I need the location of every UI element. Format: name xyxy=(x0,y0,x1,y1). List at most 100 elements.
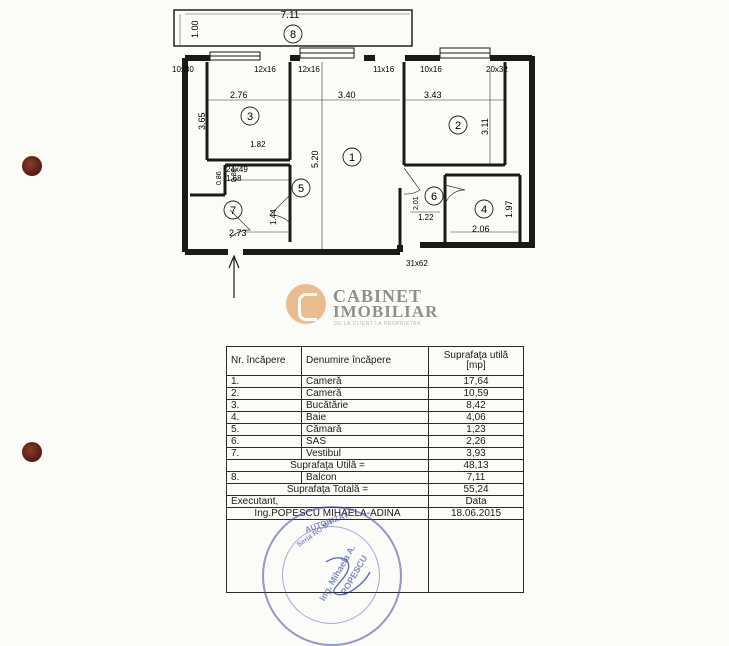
dim-storage-width: 1.68 xyxy=(226,174,242,183)
dim-win-kitchen: 12x16 xyxy=(254,65,276,74)
table-row: 4. Baie 4,06 xyxy=(226,411,524,424)
grand-total-row: Suprafaţa Totală = 55,24 xyxy=(226,483,524,496)
dim-kitchen-width: 2.76 xyxy=(230,90,248,100)
table-row: 7. Vestibul 3,93 xyxy=(226,447,524,460)
dim-living-height: 5.20 xyxy=(310,150,320,168)
signature xyxy=(325,557,371,596)
util-value: 48,13 xyxy=(428,459,524,472)
total-label: Suprafaţa Totală = xyxy=(226,483,429,496)
row-area: 8,42 xyxy=(428,399,524,412)
svg-text:6: 6 xyxy=(431,191,437,203)
row-nr: 5. xyxy=(226,423,302,436)
row-nr: 8. xyxy=(226,471,302,484)
table-row: 2. Cameră 10,59 xyxy=(226,387,524,400)
row-area: 17,64 xyxy=(428,375,524,388)
dim-room2-height: 3.11 xyxy=(480,118,490,135)
row-name: Cameră xyxy=(301,387,429,400)
table-header-row: Nr. încăpere Denumire încăpere Suprafaţa… xyxy=(226,346,524,376)
row-name: Vestibul xyxy=(301,447,429,460)
header-area: Suprafaţa utilă [mp] xyxy=(428,346,524,376)
floor-plan-document: 7.11 1.00 10x30 12x16 12x16 xyxy=(22,9,535,646)
logo-line1: CABINET xyxy=(333,286,423,306)
row-nr: 1. xyxy=(226,375,302,388)
room-marker-4 xyxy=(474,199,494,219)
dim-kitchen-height: 3.65 xyxy=(197,112,207,130)
row-area: 10,59 xyxy=(428,387,524,400)
row-nr: 6. xyxy=(226,435,302,448)
room-marker-8 xyxy=(283,24,303,44)
data-label: Data xyxy=(428,495,524,508)
dim-entry-door: 31x62 xyxy=(406,259,428,268)
dim-storage-height: 0.86 xyxy=(216,171,223,185)
dim-room2-width: 3.43 xyxy=(424,90,442,100)
table-row: 1. Cameră 17,64 xyxy=(226,375,524,388)
table-row: 5. Cămară 1,23 xyxy=(226,423,524,436)
dim-win-living: 12x16 xyxy=(298,65,320,74)
row-name: SAS xyxy=(301,435,429,448)
table-row: 3. Bucătărie 8,42 xyxy=(226,399,524,412)
dim-win-right: 20x32 xyxy=(486,65,508,74)
dim-hall-width: 1.44 xyxy=(269,209,278,225)
dim-storage-height-2: 0.80 xyxy=(231,168,238,182)
row-nr: 4. xyxy=(226,411,302,424)
room-marker-1 xyxy=(342,147,362,167)
total-value: 55,24 xyxy=(428,483,524,496)
header-name: Denumire încăpere xyxy=(301,346,429,376)
svg-text:2: 2 xyxy=(455,120,461,132)
row-area: 3,93 xyxy=(428,447,524,460)
balcony-outline xyxy=(173,9,413,47)
dim-win-mid: 11x16 xyxy=(373,65,395,74)
dim-sas-height: 2.01 xyxy=(413,196,420,210)
util-label: Suprafaţa Utilă = xyxy=(226,459,429,472)
row-nr: 2. xyxy=(226,387,302,400)
table-row: 6. SAS 2,26 xyxy=(226,435,524,448)
floor-plan-drawing: 7.11 1.00 10x30 12x16 12x16 xyxy=(172,9,535,298)
dim-storage-door: 24x49 xyxy=(226,165,248,174)
punch-hole-bottom xyxy=(22,442,42,462)
row-area: 4,06 xyxy=(428,411,524,424)
room-marker-7 xyxy=(223,200,243,220)
row-area: 2,26 xyxy=(428,435,524,448)
logo-tagline: DE LA CLIENT LA PROPRIETAR xyxy=(334,321,422,327)
dim-kitchen-inner: 1.82 xyxy=(250,140,266,149)
dim-bath-height: 1.97 xyxy=(504,200,514,218)
balcony-row: 8. Balcon 7,11 xyxy=(226,471,524,484)
svg-text:1: 1 xyxy=(349,152,355,164)
dim-bath-width: 2.06 xyxy=(472,224,490,234)
dim-living-width: 3.40 xyxy=(338,90,356,100)
row-area: 1,23 xyxy=(428,423,524,436)
logo-line2: IMOBILIAR xyxy=(333,302,439,321)
entry-arrow xyxy=(228,254,240,298)
row-name: Balcon xyxy=(301,471,429,484)
engineer-row: Ing.POPESCU MIHAELA-ADINA 18.06.2015 xyxy=(226,507,524,520)
svg-text:4: 4 xyxy=(481,204,487,216)
svg-text:8: 8 xyxy=(290,29,296,41)
agency-logo: CABINET IMOBILIAR DE LA CLIENT LA PROPRI… xyxy=(286,284,456,330)
room-marker-6 xyxy=(424,186,444,206)
row-nr: 7. xyxy=(226,447,302,460)
svg-text:3: 3 xyxy=(247,111,253,123)
header-nr: Nr. încăpere xyxy=(226,346,302,376)
logo-icon xyxy=(286,284,326,324)
util-total-row: Suprafaţa Utilă = 48,13 xyxy=(226,459,524,472)
svg-text:5: 5 xyxy=(298,183,304,195)
row-name: Cameră xyxy=(301,375,429,388)
row-name: Baie xyxy=(301,411,429,424)
row-name: Cămară xyxy=(301,423,429,436)
row-nr: 3. xyxy=(226,399,302,412)
punch-hole-top xyxy=(22,156,42,176)
dim-win-left: 10x30 xyxy=(172,65,194,74)
row-name: Bucătărie xyxy=(301,399,429,412)
room-marker-5 xyxy=(291,178,311,198)
room-marker-2 xyxy=(448,115,468,135)
row-area: 7,11 xyxy=(428,471,524,484)
document-date: 18.06.2015 xyxy=(428,507,524,520)
executant-row: Executant, Data xyxy=(226,495,524,508)
dim-balcony-width: 7.11 xyxy=(281,10,300,21)
room-marker-3 xyxy=(240,106,260,126)
dim-balcony-depth: 1.00 xyxy=(190,20,200,38)
dim-vestibul-width: 2.73 xyxy=(229,228,247,238)
dim-sas-width: 1.22 xyxy=(418,213,434,222)
dim-win-room2: 10x16 xyxy=(420,65,442,74)
svg-text:7: 7 xyxy=(230,205,236,217)
